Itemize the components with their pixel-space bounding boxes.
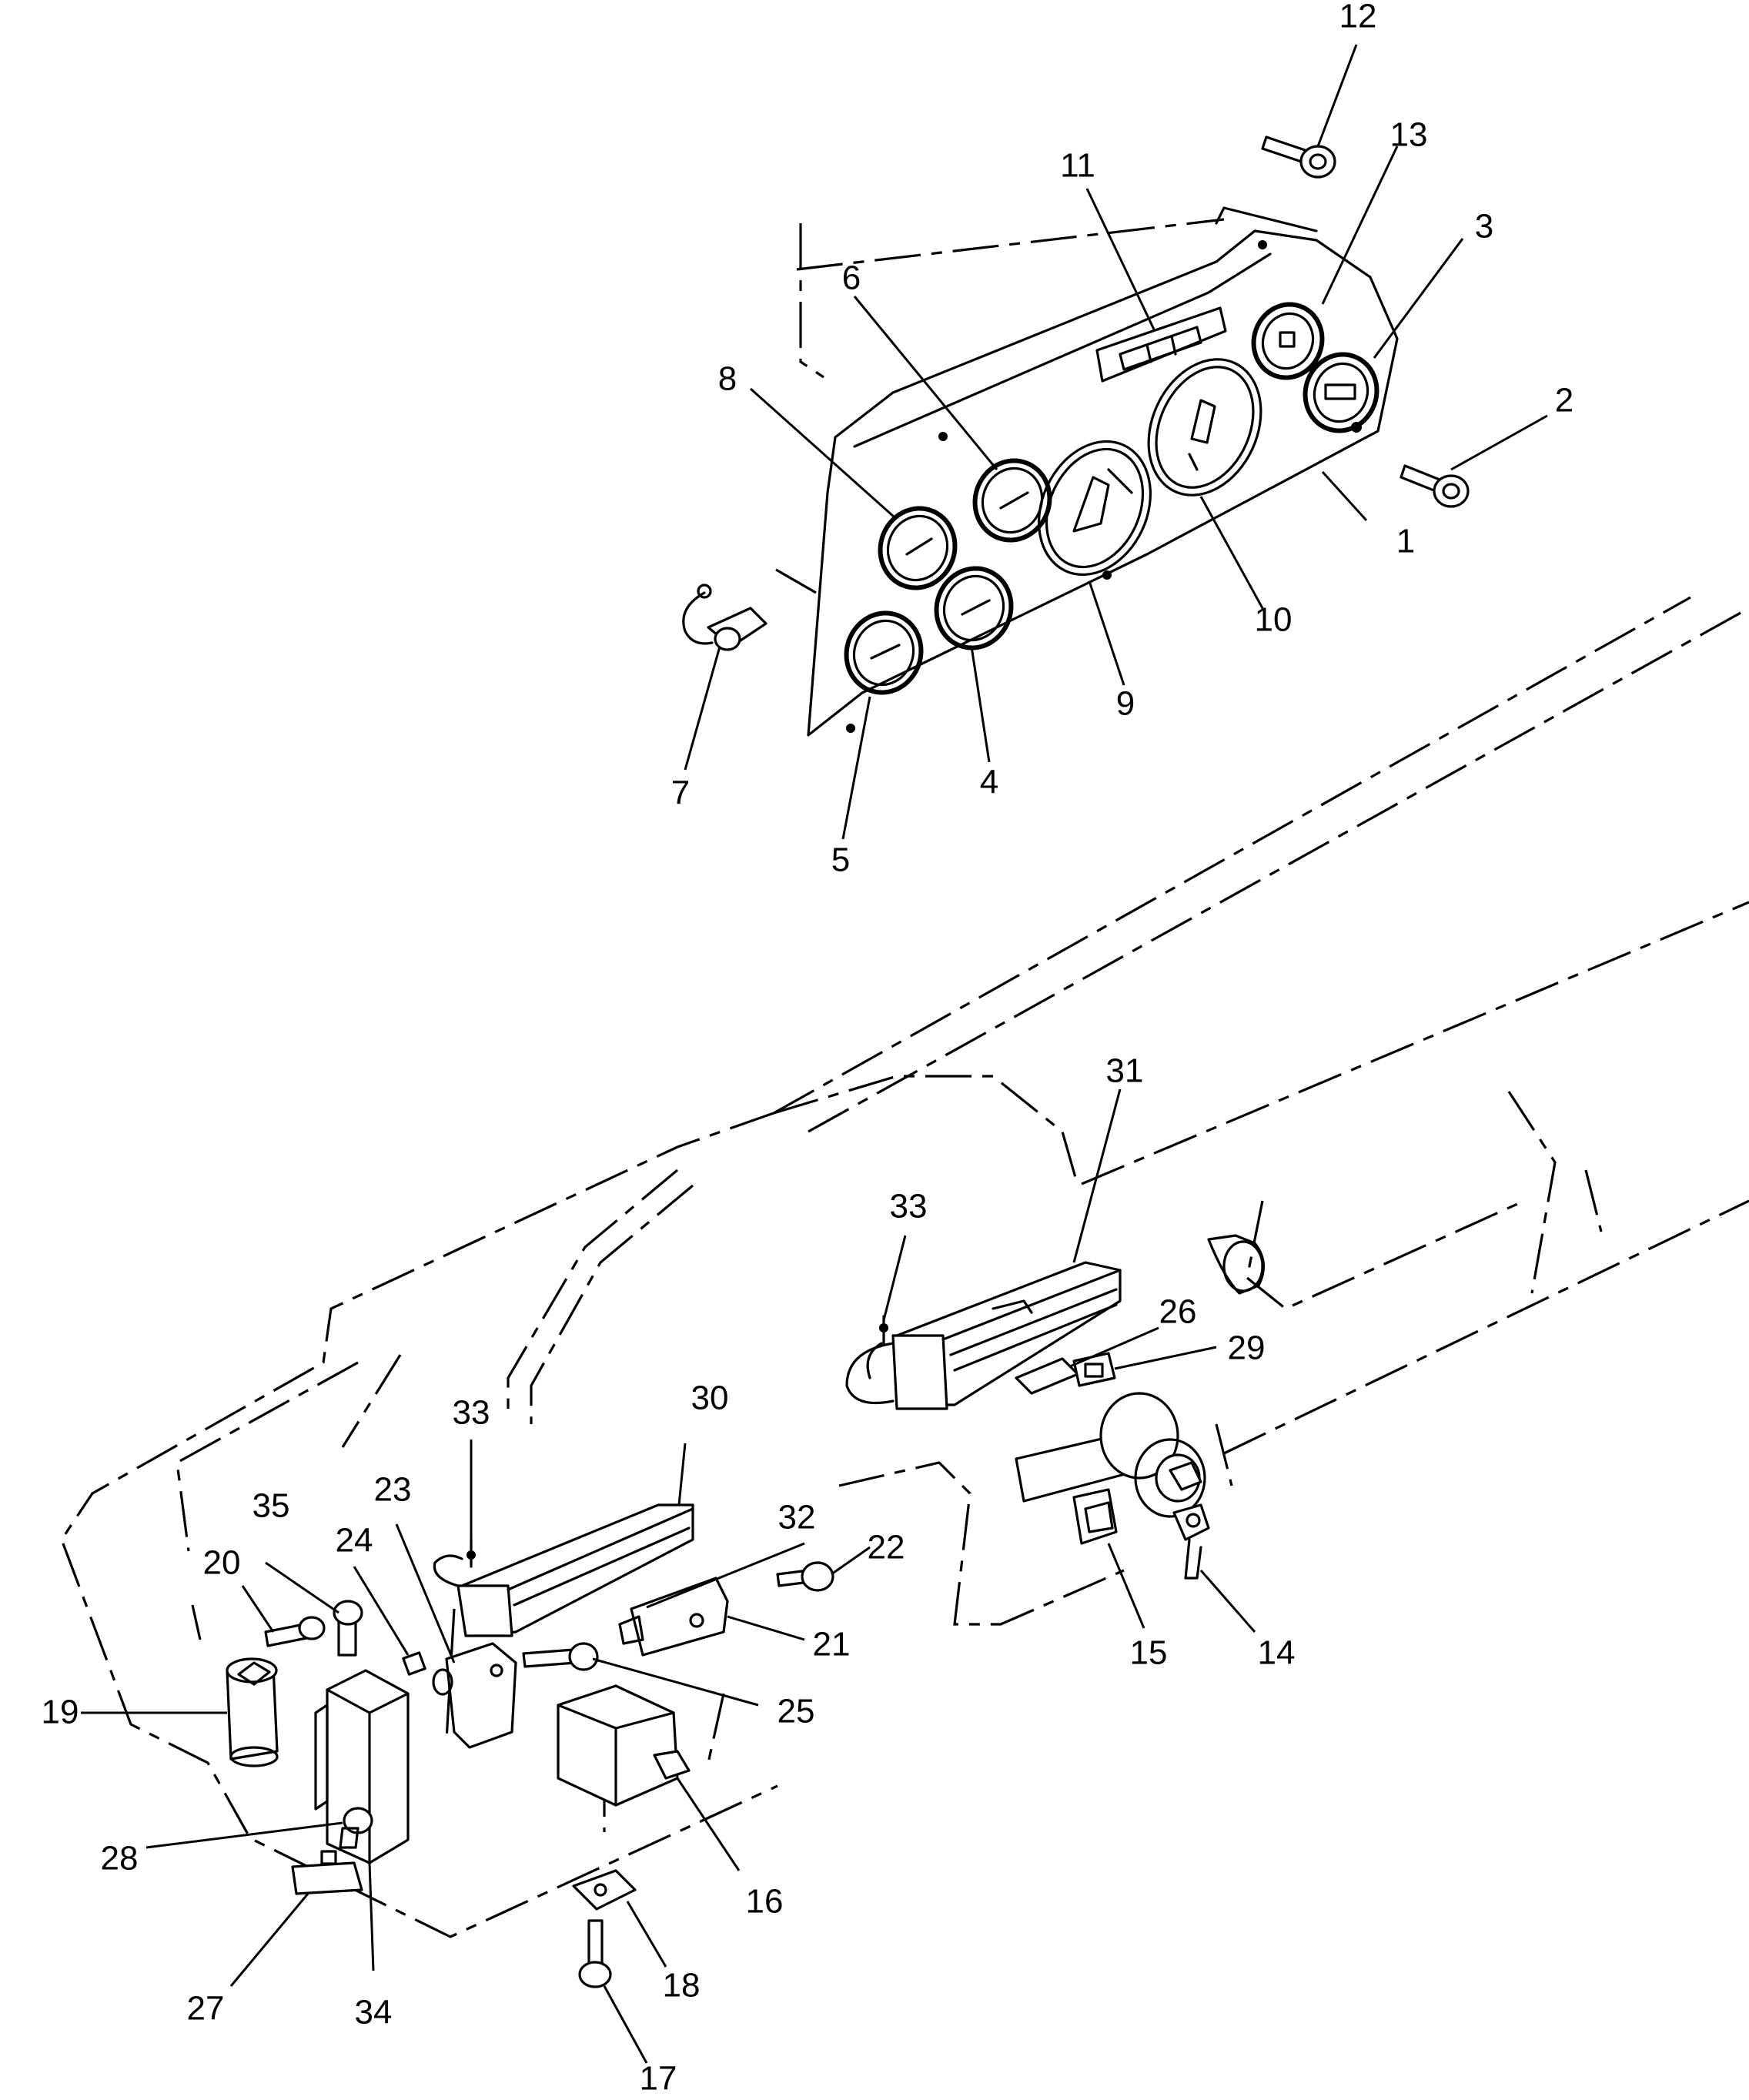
callout-18: 18 [663, 1967, 701, 2005]
leader-lines [81, 44, 1548, 2064]
callout-25: 25 [778, 1693, 815, 1730]
callout-32: 32 [778, 1499, 816, 1537]
screw-17 [578, 1919, 612, 1988]
callout-13: 13 [1390, 116, 1428, 154]
switch-23 [432, 1642, 517, 1749]
callout-27: 27 [187, 1990, 225, 2028]
callout-21: 21 [813, 1626, 851, 1664]
screw-12 [1261, 135, 1336, 179]
screw-2 [1400, 464, 1470, 508]
plug-24 [402, 1651, 426, 1676]
connector-26 [1015, 1357, 1079, 1395]
callout-11: 11 [1060, 147, 1095, 185]
switch-panel-30 [433, 1503, 694, 1637]
callout-30: 30 [691, 1379, 729, 1417]
gauge-3 [1303, 352, 1379, 433]
knob [1207, 1234, 1265, 1295]
callout-10: 10 [1255, 601, 1293, 639]
callout-15: 15 [1130, 1634, 1168, 1672]
gauge-8 [878, 506, 958, 590]
callout-31: 31 [1106, 1052, 1144, 1090]
relay-box-16 [557, 1684, 691, 1807]
callout-34: 34 [355, 1994, 393, 2031]
callout-16: 16 [746, 1883, 784, 1921]
gauge-13 [1251, 302, 1325, 380]
callout-12: 12 [1339, 0, 1377, 35]
gauge-5 [844, 610, 924, 695]
callout-33-left: 33 [453, 1394, 490, 1432]
callout-4: 4 [980, 764, 998, 801]
screw-22 [776, 1561, 834, 1592]
screw-28 [339, 1807, 373, 1849]
screw-35 [333, 1600, 363, 1657]
callout-3: 3 [1475, 208, 1493, 246]
callout-6: 6 [842, 259, 861, 297]
key-14 [1169, 1461, 1210, 1580]
callout-24: 24 [336, 1522, 373, 1560]
switch-panel-31 [845, 1261, 1122, 1410]
gauge-9 [1037, 440, 1152, 577]
warning-display-plate [1095, 306, 1227, 383]
plate-27 [291, 1850, 363, 1895]
callout-23: 23 [374, 1471, 412, 1509]
gauge-4 [934, 566, 1014, 650]
screw-20 [264, 1616, 326, 1647]
callout-26: 26 [1159, 1293, 1197, 1331]
screw-25 [522, 1642, 599, 1671]
switch-29 [1072, 1352, 1116, 1387]
callout-labels: 1 2 3 4 5 6 7 8 9 10 11 12 13 14 15 16 1… [42, 0, 1574, 2098]
callout-2: 2 [1555, 382, 1573, 420]
relay-21 [618, 1577, 729, 1657]
bracket-box-34 [314, 1669, 410, 1864]
callout-22: 22 [868, 1529, 905, 1567]
callout-14: 14 [1258, 1634, 1296, 1672]
gauge-10 [1147, 358, 1262, 497]
gauge-panel [775, 206, 1399, 737]
callout-5: 5 [831, 841, 850, 879]
callout-9: 9 [1116, 685, 1135, 723]
callout-7: 7 [671, 774, 690, 812]
callout-35: 35 [252, 1487, 290, 1525]
gauge-6 [972, 458, 1052, 543]
callout-19: 19 [42, 1694, 79, 1731]
clip-18 [572, 1869, 637, 1911]
callout-8: 8 [718, 360, 737, 398]
callout-1: 1 [1396, 523, 1415, 560]
callout-17: 17 [640, 2060, 677, 2098]
can-19 [226, 1657, 279, 1767]
callout-20: 20 [203, 1544, 241, 1582]
callout-33-right: 33 [890, 1188, 928, 1226]
callout-29: 29 [1228, 1329, 1266, 1367]
bulb-socket-7 [682, 584, 767, 651]
callout-28: 28 [101, 1840, 139, 1878]
